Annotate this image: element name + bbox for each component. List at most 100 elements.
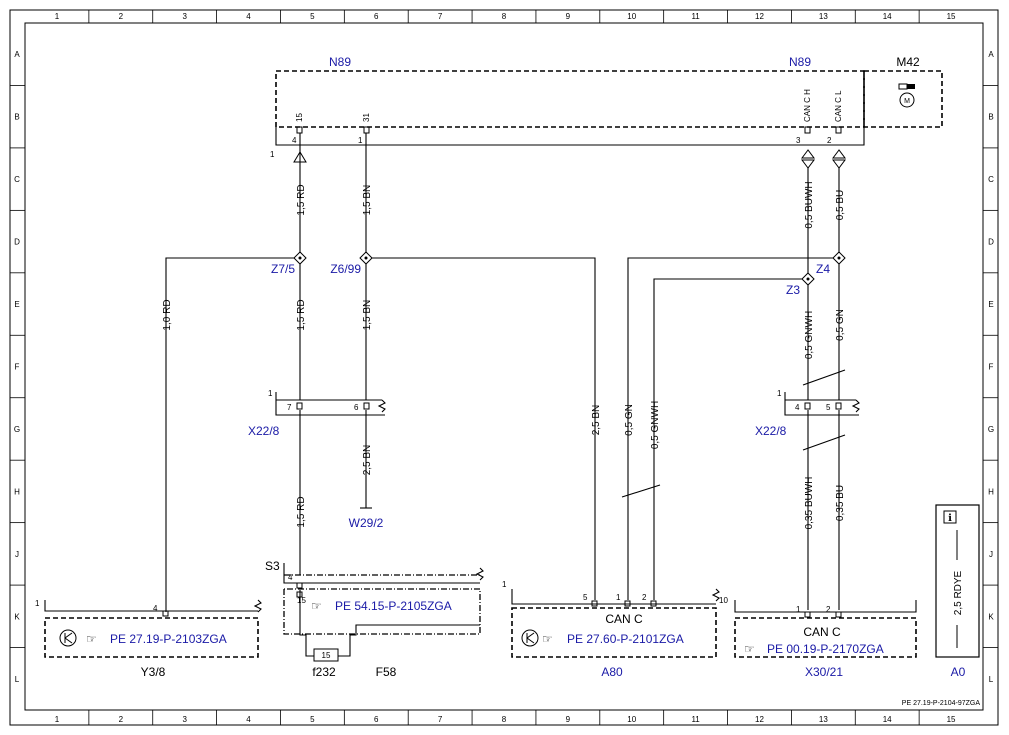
grid-col-label: 7 <box>438 715 443 724</box>
x30-21-reference[interactable]: PE 00.19-P-2170ZGA <box>767 642 884 656</box>
a80-title: CAN C <box>605 612 643 626</box>
w29-2-label: W29/2 <box>349 516 384 530</box>
x30-21-box <box>734 617 917 658</box>
f58-hand-icon: ☞ <box>311 599 322 613</box>
svg-text:M: M <box>904 98 910 105</box>
grid-row-label: D <box>988 238 994 247</box>
fuse-pin-15: 15 <box>322 651 331 660</box>
y3-8-label: Y3/8 <box>141 665 166 679</box>
frame-inner <box>24 22 984 711</box>
wire-label-05buwh-1: 0,5 BUWH <box>804 181 815 228</box>
a80-pin-2: 2 <box>642 593 647 602</box>
transistor-icon <box>59 629 77 647</box>
grid-col-label: 10 <box>627 12 636 21</box>
grid-row-label: A <box>988 50 994 59</box>
frame-outer <box>9 9 999 726</box>
n89-pin-4: 4 <box>292 136 297 145</box>
grid-row-label: E <box>14 300 19 309</box>
grid-col-label: 4 <box>246 12 251 21</box>
a80-label: A80 <box>601 665 623 679</box>
splice-points <box>293 251 846 286</box>
wire-label-05gn-1: 0,5 GN <box>835 309 846 341</box>
grid-row-label: C <box>14 175 20 184</box>
grid-col-label: 7 <box>438 12 443 21</box>
a80-pin-10: 10 <box>719 596 728 605</box>
grid-col-label: 12 <box>755 715 764 724</box>
wire-label-10rd: 1,0 RD <box>162 299 173 330</box>
x22-8-right-pin-5: 5 <box>826 403 831 412</box>
wire-label-15bn-1: 1,5 BN <box>362 185 373 216</box>
s3-label: S3 <box>265 559 280 573</box>
grid-col-label: 14 <box>883 715 892 724</box>
wire-label-05gn-2: 0,5 GN <box>624 404 635 436</box>
wire-label-035buwh: 0,35 BUWH <box>804 477 815 530</box>
x30-21-title: CAN C <box>803 625 841 639</box>
f58-reference[interactable]: PE 54.15-P-2105ZGA <box>335 599 452 613</box>
footer-reference: PE 27.19-P-2104-97ZGA <box>902 700 981 707</box>
m42-label: M42 <box>896 55 920 69</box>
n89-pin-31-label: 31 <box>362 113 371 122</box>
grid-col-label: 15 <box>947 12 956 21</box>
f58-label: F58 <box>376 665 397 679</box>
a80-corner: 1 <box>502 580 507 589</box>
grid-row-label: E <box>988 300 993 309</box>
y3-8-box <box>44 617 259 658</box>
wire-label-25bn-w29: 2,5 BN <box>362 445 373 476</box>
wire-label-05bu-1: 0,5 BU <box>835 190 846 221</box>
grid-col-label: 3 <box>182 12 187 21</box>
grid-col-label: 9 <box>566 715 571 724</box>
grid-columns: 1122334455667788991010111112121313141415… <box>55 10 956 725</box>
motor-icon: M <box>898 83 915 108</box>
a80-pin-1: 1 <box>616 593 621 602</box>
grid-col-label: 6 <box>374 715 379 724</box>
wire-label-15rd-3: 1,5 RD <box>296 496 307 527</box>
n89-pin-markers <box>296 126 842 134</box>
x22-8-right-label: X22/8 <box>755 424 787 438</box>
wire-label-05gnwh-2: 0,5 GNWH <box>650 401 661 449</box>
grid-row-label: K <box>988 612 994 621</box>
a80-hand-icon: ☞ <box>542 632 553 646</box>
grid-col-label: 13 <box>819 715 828 724</box>
grid-col-label: 5 <box>310 12 315 21</box>
connector-arrows <box>293 149 846 169</box>
grid-row-label: F <box>15 363 20 372</box>
n89-pin-canl-label: CAN C L <box>834 90 843 122</box>
grid-col-label: 10 <box>627 715 636 724</box>
x22-8-right-pin-4: 4 <box>795 403 800 412</box>
z4-label: Z4 <box>816 262 830 276</box>
grid-row-label: F <box>989 363 994 372</box>
grid-row-label: L <box>989 675 994 684</box>
n89-right-label: N89 <box>789 55 811 69</box>
grid-row-label: L <box>15 675 20 684</box>
a80-pin-5: 5 <box>583 593 588 602</box>
grid-col-label: 8 <box>502 12 507 21</box>
a0-box <box>935 504 980 658</box>
x22-8-left-pin-7: 7 <box>287 403 292 412</box>
wire-label-15bn-2: 1,5 BN <box>362 300 373 331</box>
a80-reference[interactable]: PE 27.60-P-2101ZGA <box>567 632 684 646</box>
n89-pin-3: 3 <box>796 136 801 145</box>
x30-21-label: X30/21 <box>805 665 843 679</box>
y3-8-reference[interactable]: PE 27.19-P-2103ZGA <box>110 632 227 646</box>
grid-row-label: A <box>14 50 20 59</box>
grid-col-label: 12 <box>755 12 764 21</box>
z7-5-label: Z7/5 <box>271 262 295 276</box>
n89-corner-pin: 1 <box>270 150 275 159</box>
grid-col-label: 6 <box>374 12 379 21</box>
wire-label-25bn: 2,5 BN <box>591 405 602 436</box>
n89-pin-15-label: 15 <box>295 113 304 122</box>
grid-col-label: 11 <box>691 12 700 21</box>
f58-box <box>283 588 481 635</box>
grid-col-label: 13 <box>819 12 828 21</box>
wire-label-15rd-1: 1,5 RD <box>296 184 307 215</box>
n89-pin-1: 1 <box>358 136 363 145</box>
wire-paths <box>165 133 846 657</box>
grid-row-label: C <box>988 175 994 184</box>
grid-row-label: H <box>14 487 20 496</box>
wire-label-25rdye: 2,5 RDYE <box>953 570 964 615</box>
grid-col-label: 5 <box>310 715 315 724</box>
fuse-f232 <box>313 648 339 662</box>
grid-col-label: 1 <box>55 12 60 21</box>
wire-label-035bu: 0,35 BU <box>835 485 846 521</box>
